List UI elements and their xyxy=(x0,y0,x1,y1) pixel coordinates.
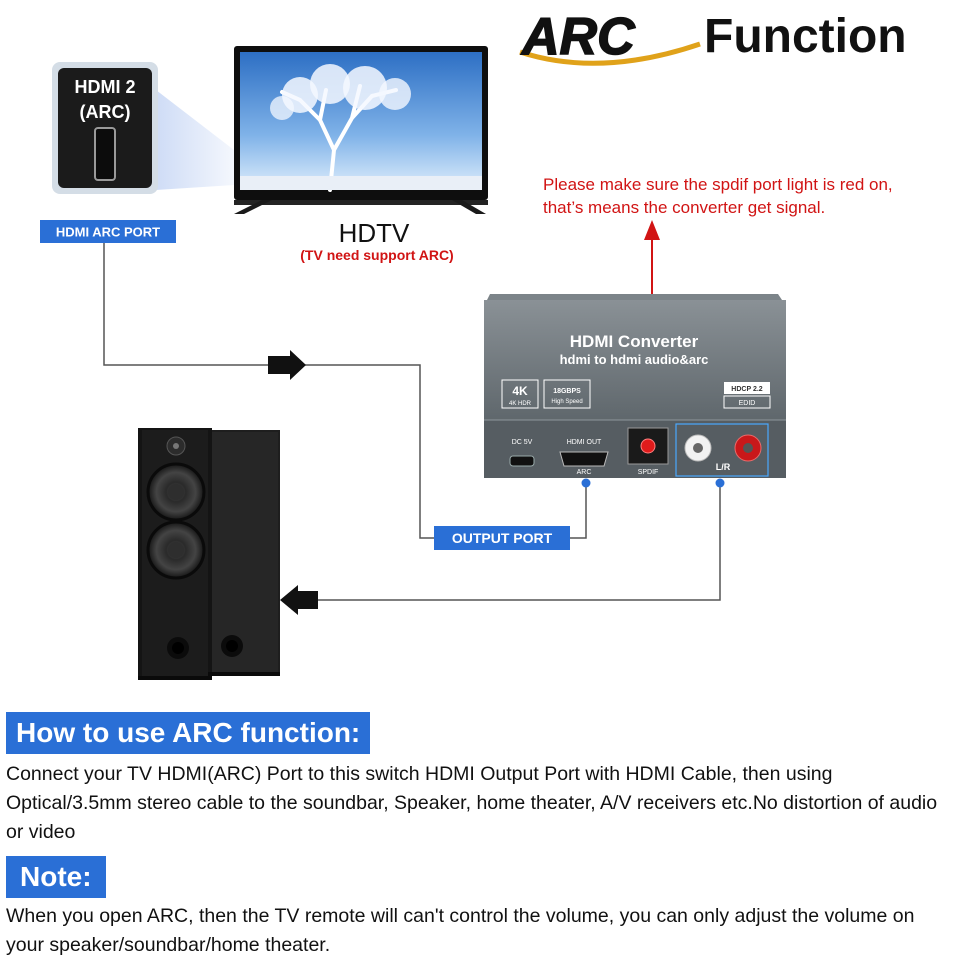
hdmi-socket-icon xyxy=(94,127,116,181)
title-word: Function xyxy=(704,10,907,63)
lr-port-group xyxy=(675,423,769,477)
port-beam xyxy=(156,90,234,190)
hdmi-port-line1: HDMI 2 xyxy=(74,77,135,97)
tv-stand-left xyxy=(234,200,272,214)
port-spdif-label: SPDIF xyxy=(638,469,659,476)
port-lr-label: L/R xyxy=(716,462,731,472)
hdmi-cable-line xyxy=(103,243,434,539)
tv-label: HDTV xyxy=(339,218,410,248)
badge-4k: 4K xyxy=(512,384,528,398)
title-logo-text: ARC xyxy=(520,8,636,66)
hdtv: HDTV (TV need support ARC) xyxy=(234,46,488,263)
howto-text: Connect your TV HDMI(ARC) Port to this s… xyxy=(6,763,938,843)
speed-sub: High Speed xyxy=(551,399,582,405)
converter-top xyxy=(484,300,786,420)
hdcp-label: HDCP 2.2 xyxy=(731,386,762,393)
hdmi-port-illustration: HDMI 2 (ARC) xyxy=(52,62,234,194)
warning-line2: that’s means the converter get signal. xyxy=(543,198,825,217)
speed-label: 18GBPS xyxy=(553,388,581,395)
hdmi-out-port-icon xyxy=(559,451,609,467)
arc-connection-dot xyxy=(581,478,591,488)
lr-connection-dot xyxy=(715,478,725,488)
warning-line1: Please make sure the spdif port light is… xyxy=(543,175,893,194)
audio-cable-line xyxy=(318,484,721,601)
edid-label: EDID xyxy=(739,400,756,407)
hdmi-port-line2: (ARC) xyxy=(80,102,131,122)
note-heading: Note: xyxy=(6,856,106,898)
output-port-line xyxy=(570,484,587,539)
title-logo: ARC Function xyxy=(519,7,907,67)
arc-diagram: ARC Function HDMI 2 (ARC) HDTV (TV need … xyxy=(40,7,907,680)
port-arc-label: ARC xyxy=(577,469,592,476)
note-text: When you open ARC, then the TV remote wi… xyxy=(6,905,915,956)
arrow-up-red-icon xyxy=(644,220,660,240)
port-dc-label: DC 5V xyxy=(512,439,533,446)
arrow-right-icon xyxy=(268,350,306,380)
tree-icon xyxy=(270,64,411,192)
howto-heading: How to use ARC function: xyxy=(6,712,371,754)
tv-note: (TV need support ARC) xyxy=(300,247,453,263)
converter-title: HDMI Converter xyxy=(570,332,699,351)
arrow-left-icon xyxy=(280,585,318,615)
hdmi-converter: HDMI Converter hdmi to hdmi audio&arc 4K… xyxy=(484,294,786,478)
tv-stand-right xyxy=(452,200,486,214)
dc-port-icon xyxy=(509,455,535,467)
connection-lines xyxy=(103,243,721,601)
warning-callout: Please make sure the spdif port light is… xyxy=(543,175,893,432)
hdmi-arc-port-badge: HDMI ARC PORT xyxy=(40,220,176,243)
output-port-badge-text: OUTPUT PORT xyxy=(452,530,553,546)
hdmi-arc-port-badge-text: HDMI ARC PORT xyxy=(56,225,160,240)
speaker-icon xyxy=(138,428,280,680)
converter-subtitle: hdmi to hdmi audio&arc xyxy=(560,352,709,367)
logo-swoosh-icon xyxy=(519,41,701,66)
port-hdmi-label: HDMI OUT xyxy=(567,439,602,446)
badge-4k-sub: 4K HDR xyxy=(509,401,532,407)
output-port-badge: OUTPUT PORT xyxy=(434,526,570,550)
spdif-red-light-icon xyxy=(640,438,656,454)
